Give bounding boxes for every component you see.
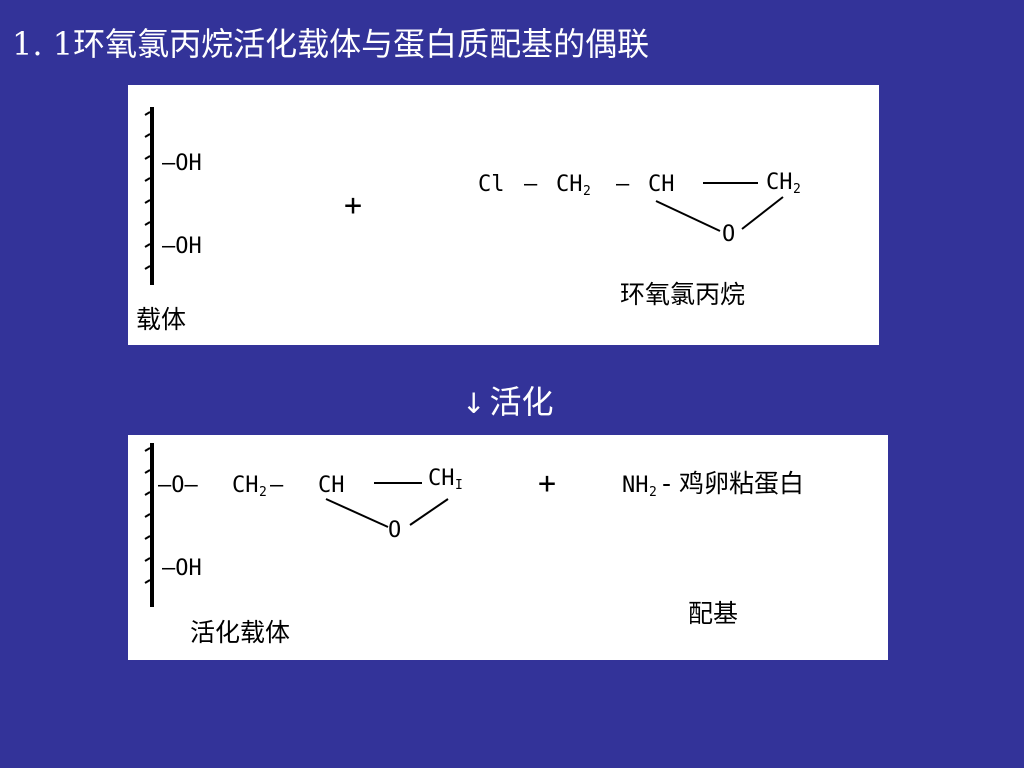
epoxide-bond-left xyxy=(655,200,721,232)
support-hydroxyl-top: —OH xyxy=(162,151,202,176)
reaction-panel-coupling: —O— CH 2 — CH CH I O —OH 活化载体 + NH 2 - 鸡… xyxy=(128,435,888,660)
reagent-ch: CH xyxy=(648,172,675,197)
support-ticks xyxy=(144,111,151,270)
reagent-chlorine: Cl xyxy=(478,172,505,197)
ligand-subscript: 2 xyxy=(649,485,657,500)
reagent-subscript-b: 2 xyxy=(793,182,801,197)
ligand-name: - 鸡卵粘蛋白 xyxy=(662,469,804,498)
chain-subscript: 2 xyxy=(259,485,267,500)
reagent-ch2-a: CH xyxy=(556,172,583,197)
activated-support-hydroxyl: —OH xyxy=(162,556,202,581)
reactants-diagram: —OH —OH 载体 + Cl — CH 2 — CH CH 2 O 环氧氯丙烷 xyxy=(136,107,801,334)
epoxide-bond-right xyxy=(741,196,784,230)
activated-support-ticks xyxy=(144,447,151,584)
plus-sign-2: + xyxy=(538,466,556,501)
support-hydroxyl-bottom: —OH xyxy=(162,234,202,259)
plus-sign: + xyxy=(344,188,362,223)
chain-bond: — xyxy=(270,473,284,498)
ligand-amine: NH xyxy=(622,473,649,498)
activated-epoxide-bond-left xyxy=(325,498,389,528)
reagent-label: 环氧氯丙烷 xyxy=(620,280,745,309)
chain-ch: CH xyxy=(318,473,345,498)
chain-ch-end: CH xyxy=(428,466,455,491)
down-arrow-icon: ↓ xyxy=(462,387,486,420)
chain-subscript-end: I xyxy=(455,478,463,493)
reagent-bond-1: — xyxy=(524,172,538,197)
coupling-diagram: —O— CH 2 — CH CH I O —OH 活化载体 + NH 2 - 鸡… xyxy=(144,443,804,647)
support-label: 载体 xyxy=(136,305,186,334)
reagent-ch2-b: CH xyxy=(766,170,793,195)
chain-ether-oxygen: —O— xyxy=(158,473,198,498)
slide-title: 1. 1环氧氯丙烷活化载体与蛋白质配基的偶联 xyxy=(12,25,650,63)
activated-support-label: 活化载体 xyxy=(190,618,290,647)
reaction-panel-reactants: —OH —OH 载体 + Cl — CH 2 — CH CH 2 O 环氧氯丙烷 xyxy=(128,85,879,345)
activation-label: 活化 xyxy=(489,383,554,421)
activation-step: ↓活化 xyxy=(462,382,553,424)
activated-epoxide-oxygen: O xyxy=(388,518,401,543)
chain-ch2: CH xyxy=(232,473,259,498)
epoxide-oxygen: O xyxy=(722,222,735,247)
activated-epoxide-bond-right xyxy=(409,498,449,526)
reagent-bond-2: — xyxy=(616,172,630,197)
reagent-subscript-a: 2 xyxy=(583,184,591,199)
ligand-label: 配基 xyxy=(688,599,738,628)
